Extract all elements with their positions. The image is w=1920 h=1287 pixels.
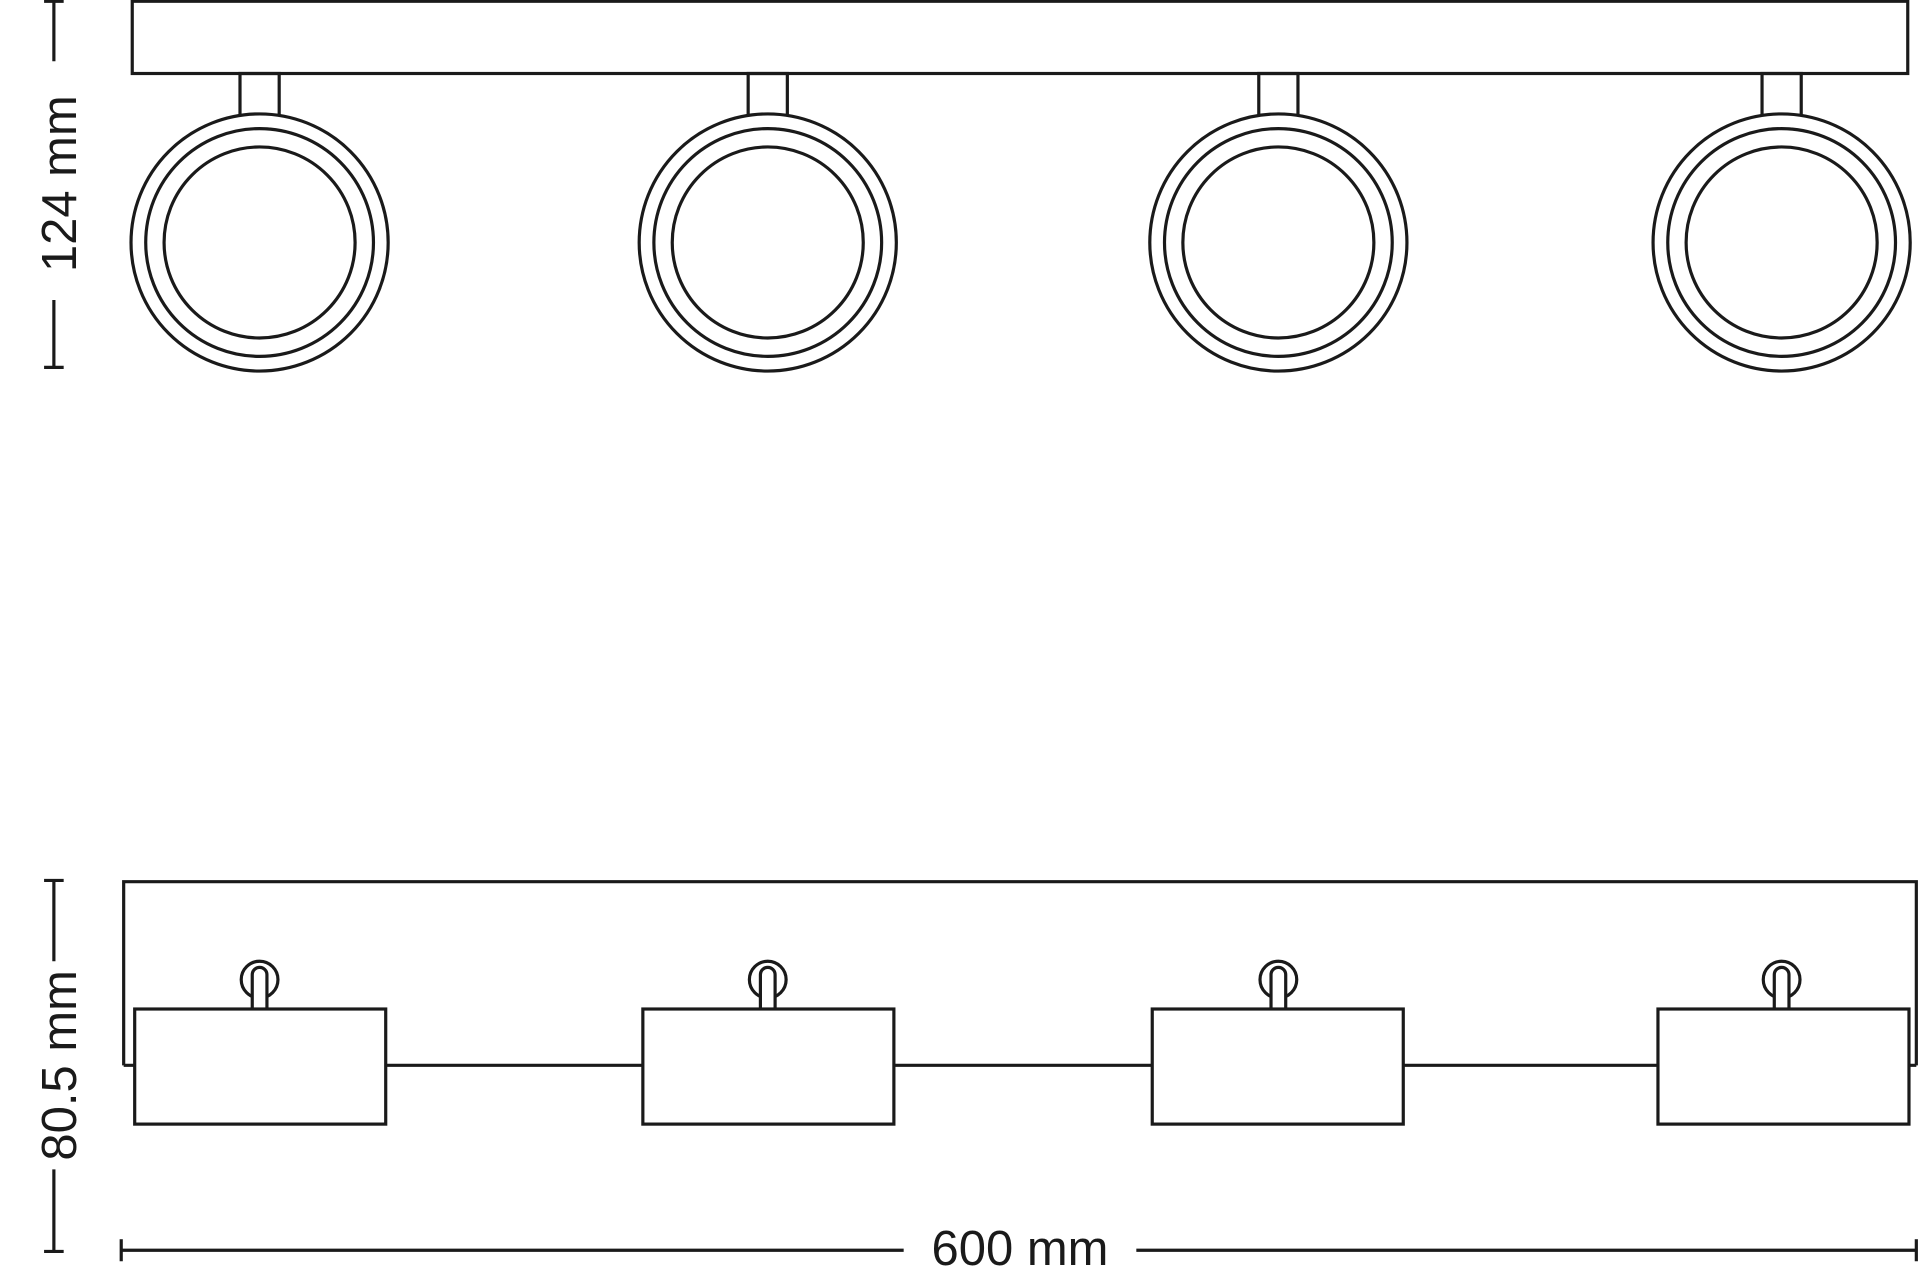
height-dimension-side: 80.5 mm — [33, 878, 87, 1254]
pivot-stem — [1772, 965, 1791, 1010]
spot-stem — [1760, 71, 1803, 118]
spot-lens — [1684, 145, 1879, 340]
side-view: 80.5 mm 600 mm — [33, 878, 1918, 1276]
spot-middle-ring — [1162, 127, 1394, 358]
base-frame — [122, 880, 1918, 1066]
height-dimension-top: 124 mm — [33, 0, 87, 369]
pivot-stem — [250, 965, 269, 1010]
spot-middle-ring — [1666, 127, 1898, 358]
spot-body — [133, 1007, 388, 1126]
spot-body — [1656, 1007, 1911, 1126]
spot-stem — [1257, 71, 1300, 118]
spot-body — [1150, 1007, 1405, 1126]
spot-outer-ring — [129, 112, 390, 373]
spot-head-side — [641, 959, 896, 1126]
spot-middle-ring — [144, 127, 376, 358]
width-dimension: 600 mm — [119, 1222, 1918, 1276]
spot-lens — [1181, 145, 1376, 340]
mounting-bar — [130, 0, 1910, 76]
spot-head-top — [1148, 71, 1409, 373]
spot-stem — [746, 71, 789, 118]
spot-outer-ring — [1651, 112, 1912, 373]
top-view: 124 mm — [33, 0, 1912, 373]
spot-head-top — [637, 71, 898, 373]
height-label-top: 124 mm — [33, 95, 87, 272]
spot-heads-top — [129, 71, 1912, 373]
pivot-stem — [1269, 965, 1288, 1010]
height-label-side: 80.5 mm — [33, 970, 87, 1160]
spot-body — [641, 1007, 896, 1126]
spot-stem — [238, 71, 281, 118]
spot-lens — [670, 145, 865, 340]
spot-head-top — [1651, 71, 1912, 373]
spot-heads-side — [133, 959, 1911, 1126]
spot-head-side — [1150, 959, 1405, 1126]
spot-head-side — [1656, 959, 1911, 1126]
spot-outer-ring — [1148, 112, 1409, 373]
spot-head-side — [133, 959, 388, 1126]
spot-lens — [162, 145, 357, 340]
pivot-stem — [758, 965, 777, 1010]
spot-outer-ring — [637, 112, 898, 373]
width-label: 600 mm — [932, 1222, 1109, 1276]
spot-head-top — [129, 71, 390, 373]
spot-middle-ring — [652, 127, 884, 358]
